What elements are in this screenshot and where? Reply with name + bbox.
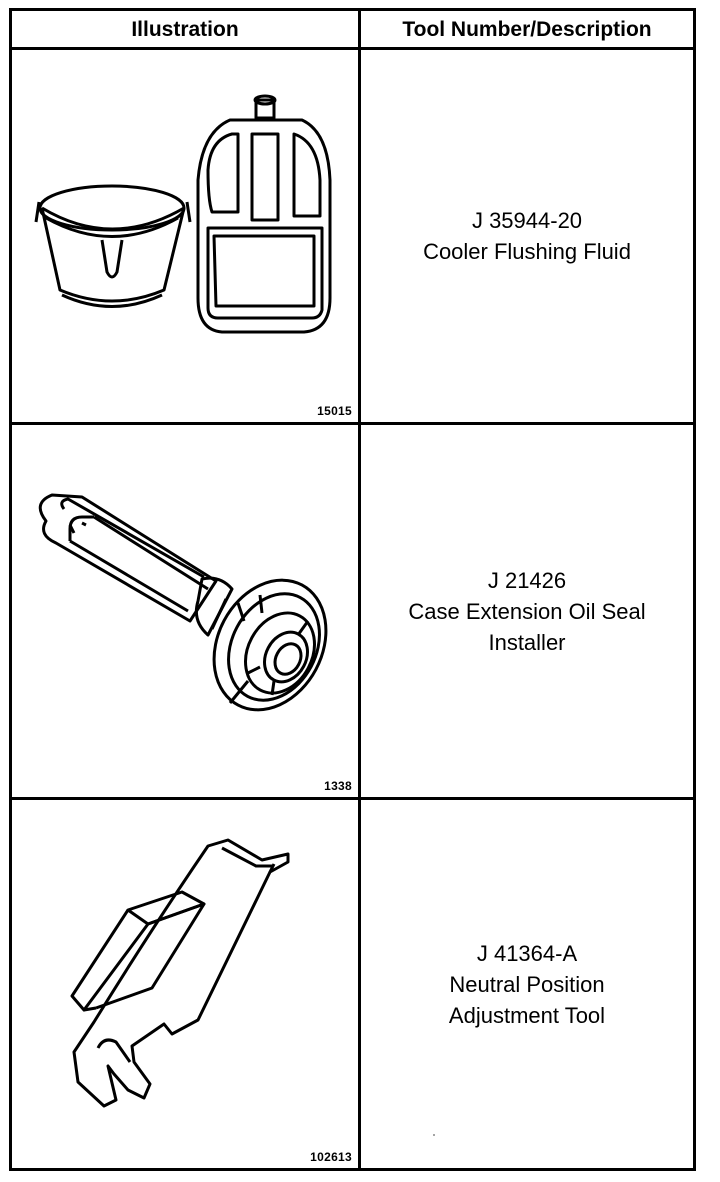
table-row: 102613 J 41364-A Neutral Position Adjust… [12,800,693,1168]
table-header: Illustration Tool Number/Description [12,11,693,50]
tool-description: Cooler Flushing Fluid [423,239,631,264]
figure-number: 1338 [324,779,352,793]
figure-number: 15015 [317,404,352,418]
figure-number: 102613 [310,1150,352,1164]
table-row: 1338 J 21426 Case Extension Oil Seal Ins… [12,425,693,800]
tool-description: Case Extension Oil Seal Installer [408,598,646,655]
seal-installer-icon [38,493,328,712]
tool-description-cell: J 35944-20 Cooler Flushing Fluid [361,50,693,422]
tool-number: J 41364-A [476,940,578,966]
tool-number: J 35944-20 [471,208,583,233]
column-divider [358,11,361,1168]
illustration-cell: 1338 [12,425,358,797]
tool-table: Illustration Tool Number/Description [9,8,696,1171]
adjustment-tool-icon [70,838,290,1108]
header-illustration: Illustration [131,18,239,41]
illustration-cell: 15015 [12,50,358,422]
scan-artifact [433,1134,435,1136]
tool-description-cell: J 41364-A Neutral Position Adjustment To… [361,800,693,1168]
table-row: 15015 J 35944-20 Cooler Flushing Fluid [12,50,693,425]
tool-number: J 21426 [487,567,567,593]
header-tool-description: Tool Number/Description [402,18,652,41]
illustration-cell: 102613 [12,800,358,1168]
tool-description: Neutral Position Adjustment Tool [448,971,606,1028]
bucket-and-jug-icon [34,94,332,334]
tool-description-cell: J 21426 Case Extension Oil Seal Installe… [361,425,693,797]
